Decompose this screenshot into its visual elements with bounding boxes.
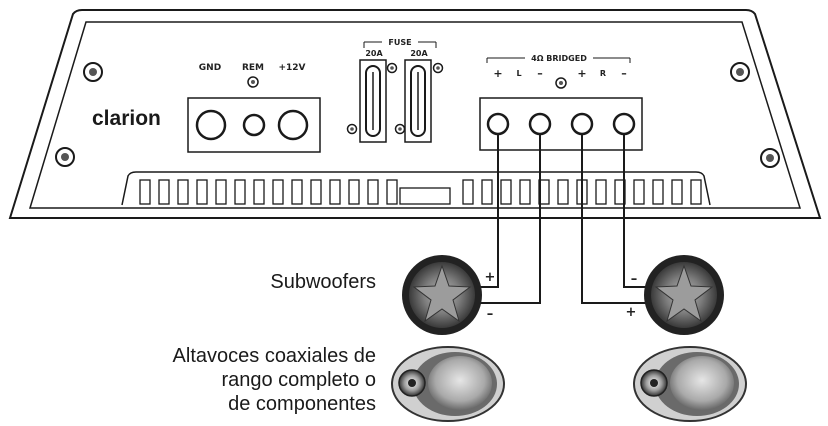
fuse-rating-right: 20A [410, 49, 428, 58]
heatsink-fin [272, 179, 284, 205]
wire-right-plus [581, 134, 648, 304]
speaker-sign: + [577, 67, 586, 80]
heatsink-fins [139, 179, 702, 205]
heatsink-fin [177, 179, 189, 205]
heatsink-fin [690, 179, 702, 205]
speaker-terminal-right-minus [612, 112, 636, 136]
heatsink-fin [234, 179, 246, 205]
fuse-left [359, 59, 387, 143]
heatsink-fin [253, 179, 265, 205]
wire-sign-right-plus: + [626, 305, 637, 320]
fuse-right [404, 59, 432, 143]
rem-screw-icon [247, 76, 259, 88]
speaker-sign: – [537, 67, 543, 80]
heatsink-fin [158, 179, 170, 205]
wire-right-minus [623, 134, 648, 288]
mounting-screw-icon [760, 148, 780, 168]
heatsink-fin [348, 179, 360, 205]
speaker-terminal-left-plus [486, 112, 510, 136]
wire-sign-left-minus: – [487, 307, 494, 322]
speaker-sign: + [493, 67, 502, 80]
label-coaxial-line3: de componentes [228, 393, 376, 415]
coaxial-speaker-right [633, 346, 747, 422]
heatsink-fin [671, 179, 683, 205]
speaker-sign: L [516, 69, 521, 78]
mounting-screw-icon [83, 62, 103, 82]
brand-logo: clarion [92, 107, 161, 130]
fuse-title: FUSE [388, 38, 411, 47]
subwoofer-left [402, 255, 482, 335]
mounting-screw-icon [730, 62, 750, 82]
terminal-label-gnd: GND [199, 63, 221, 73]
fuse-screw-icon [432, 62, 444, 74]
speaker-block-title: 4Ω BRIDGED [531, 54, 587, 63]
heatsink-fin [633, 179, 645, 205]
speaker-block-screw-icon [555, 77, 567, 89]
fuse-screw-icon [394, 123, 406, 135]
fuse-screw-icon [346, 123, 358, 135]
heatsink-fin [291, 179, 303, 205]
wire-sign-right-minus: – [631, 272, 638, 287]
speaker-sign: – [621, 67, 627, 80]
speaker-wires [478, 134, 648, 304]
heatsink-fin [386, 179, 398, 205]
speaker-terminal-right-plus [570, 112, 594, 136]
plus12v-terminal [277, 109, 309, 141]
speaker-terminal-left-minus [528, 112, 552, 136]
heatsink-fin [557, 179, 569, 205]
heatsink-fin [595, 179, 607, 205]
label-coaxial-line1: Altavoces coaxiales de [172, 345, 376, 367]
heatsink-fin [139, 179, 151, 205]
speaker-sign: R [600, 69, 606, 78]
heatsink-fin [462, 179, 474, 205]
rem-terminal [242, 113, 266, 137]
wire-left-minus [478, 134, 541, 304]
heatsink-fin [367, 179, 379, 205]
heatsink-center-block [399, 187, 451, 205]
mounting-screw-icon [55, 147, 75, 167]
heatsink-fin [500, 179, 512, 205]
wire-sign-left-plus: + [485, 270, 496, 285]
heatsink-fin [310, 179, 322, 205]
heatsink-fin [215, 179, 227, 205]
heatsink-fin [519, 179, 531, 205]
terminal-label-rem: REM [242, 63, 264, 73]
fuse-screw-icon [386, 62, 398, 74]
subwoofer-right [644, 255, 724, 335]
terminal-label-12v: +12V [278, 63, 305, 73]
wire-left-plus [478, 134, 499, 288]
label-coaxial-line2: rango completo o [221, 369, 376, 391]
heatsink-outline [121, 171, 711, 206]
fuse-rating-left: 20A [365, 49, 383, 58]
amplifier: clarion GND REM +12V FUSE 20A 20A [8, 9, 822, 219]
gnd-terminal [195, 109, 227, 141]
heatsink-fin [481, 179, 493, 205]
heatsink-fin [196, 179, 208, 205]
label-subwoofers: Subwoofers [270, 271, 376, 293]
heatsink-fin [652, 179, 664, 205]
heatsink-fin [329, 179, 341, 205]
coaxial-speaker-left [391, 346, 505, 422]
